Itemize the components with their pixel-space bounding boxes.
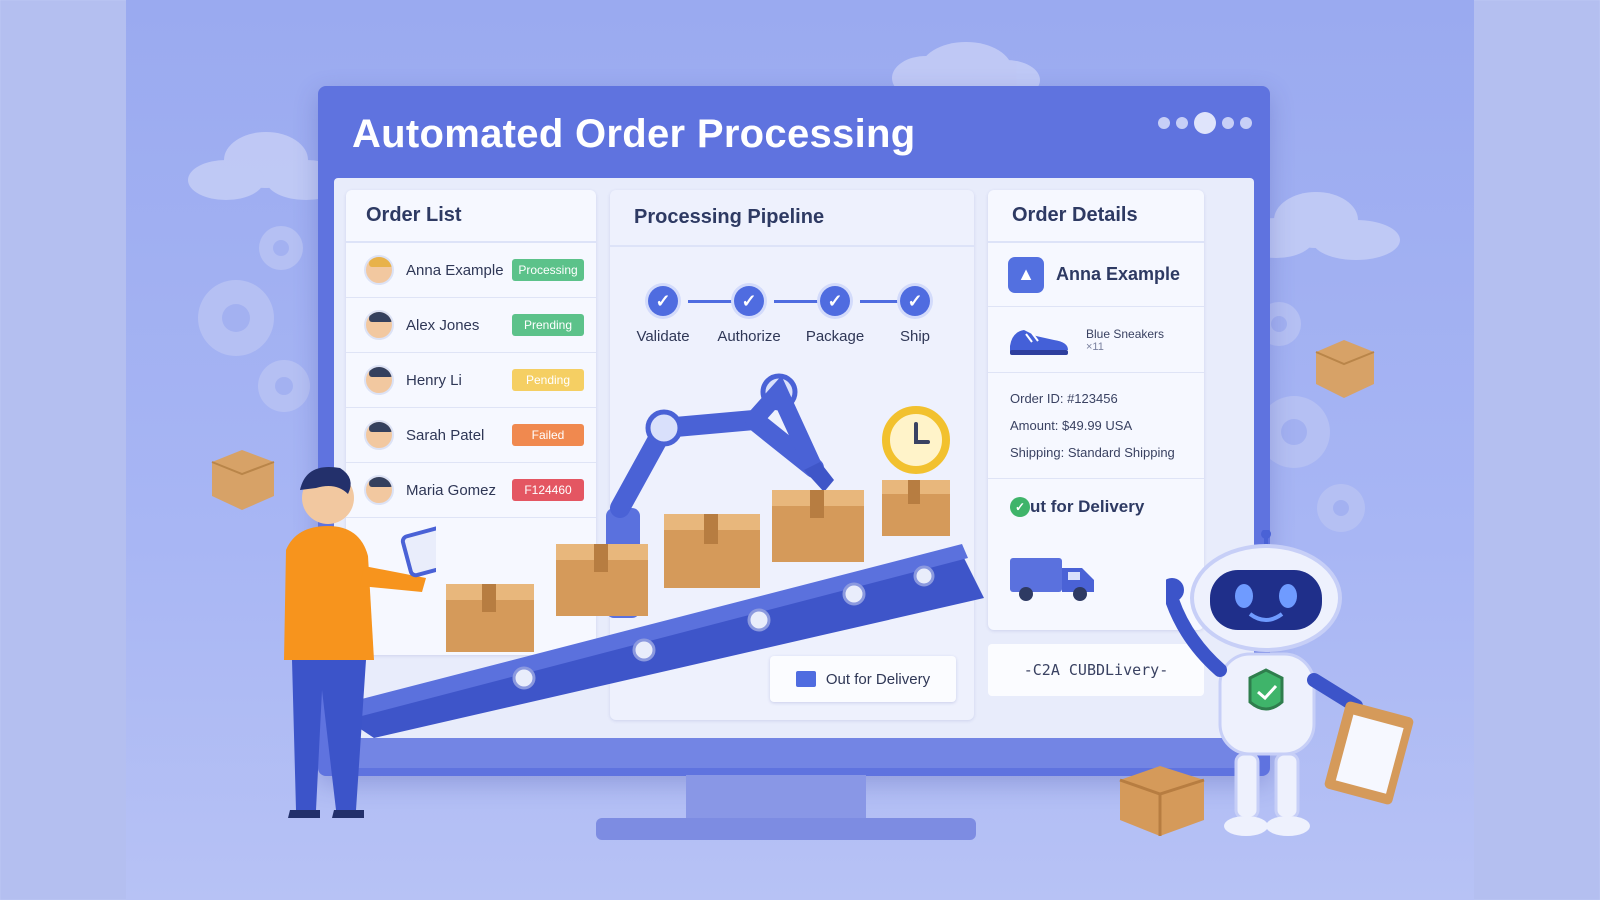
step-label: Package bbox=[805, 328, 865, 345]
check-icon: ✓ bbox=[734, 286, 764, 316]
step-label: Authorize bbox=[717, 328, 781, 345]
order-customer-name: Maria Gomez bbox=[406, 481, 497, 499]
status-badge: Pending bbox=[512, 369, 584, 391]
dashboard-screen: Order List Anna Example Processing Alex … bbox=[334, 178, 1254, 738]
order-customer-name: Alex Jones bbox=[406, 316, 480, 334]
gear-icon bbox=[1257, 302, 1365, 532]
product-quantity: ×11 bbox=[1086, 340, 1104, 353]
product-row: Blue Sneakers ×11 bbox=[988, 307, 1204, 373]
delivery-footer-text: -C2A CUBDLivery- bbox=[1023, 661, 1169, 679]
monitor-frame: Automated Order Processing Order List An… bbox=[318, 86, 1270, 776]
person-icon: ▲ bbox=[1008, 256, 1044, 293]
dot-icon bbox=[1240, 117, 1252, 129]
customer-name: Anna Example bbox=[1056, 264, 1181, 284]
pipeline-steps: ✓ Validate ✓ Authorize ✓ Package ✓ Ship bbox=[630, 286, 950, 366]
background-decorations bbox=[188, 42, 1400, 532]
robot-icon bbox=[1166, 530, 1414, 836]
order-list-heading: Order List bbox=[346, 190, 596, 243]
illustration-scene: Automated Order Processing Order List An… bbox=[126, 0, 1474, 900]
order-row[interactable]: Maria Gomez F124460 bbox=[346, 463, 596, 518]
monitor-base bbox=[596, 818, 976, 840]
box-icon bbox=[664, 514, 760, 588]
out-for-delivery-label: Out for Delivery bbox=[825, 670, 931, 688]
box-icon bbox=[882, 480, 950, 536]
step-validate[interactable]: ✓ Validate bbox=[618, 286, 708, 345]
order-details-panel: Order Details ▲ Anna Example Blue Sneake… bbox=[988, 190, 1204, 630]
floating-box-icon bbox=[211, 450, 275, 510]
box-icon bbox=[772, 490, 864, 562]
order-row[interactable]: Anna Example Processing bbox=[346, 243, 596, 298]
avatar bbox=[364, 310, 394, 340]
step-label: Ship bbox=[899, 328, 931, 345]
background-left-strip bbox=[0, 0, 128, 900]
dot-icon bbox=[1222, 117, 1234, 129]
status-badge: Processing bbox=[512, 259, 584, 281]
conveyor-belt bbox=[344, 558, 984, 738]
check-icon: ✓ bbox=[1010, 497, 1030, 517]
order-customer-name: Anna Example bbox=[406, 261, 504, 279]
step-package[interactable]: ✓ Package bbox=[790, 286, 880, 345]
person-with-tablet-illustration bbox=[284, 466, 436, 818]
step-label: Validate bbox=[636, 328, 690, 345]
order-amount: Amount: $49.99 USA bbox=[1010, 418, 1133, 433]
order-details-heading: Order Details bbox=[988, 190, 1204, 243]
delivery-status-label: ut for Delivery bbox=[1030, 497, 1145, 516]
dot-icon bbox=[1194, 112, 1216, 134]
monitor-bezel bbox=[334, 738, 1254, 768]
order-list: Anna Example Processing Alex Jones Prend… bbox=[346, 243, 596, 518]
customer-row: ▲ Anna Example bbox=[988, 243, 1204, 307]
step-ship[interactable]: ✓ Ship bbox=[870, 286, 960, 345]
dot-icon bbox=[1158, 117, 1170, 129]
avatar bbox=[364, 255, 394, 285]
avatar bbox=[364, 475, 394, 505]
pipeline-heading: Processing Pipeline bbox=[610, 190, 974, 247]
order-row[interactable]: Henry Li Pending bbox=[346, 353, 596, 408]
order-meta: Order ID: #123456 Amount: $49.99 USA Shi… bbox=[988, 373, 1204, 479]
floating-box-icon bbox=[1315, 340, 1375, 398]
out-for-delivery-button[interactable]: Out for Delivery bbox=[770, 656, 956, 702]
page-title: Automated Order Processing bbox=[352, 112, 916, 156]
step-connector bbox=[688, 300, 732, 303]
product-info: Blue Sneakers ×11 bbox=[1086, 327, 1164, 353]
order-row[interactable]: Alex Jones Prending bbox=[346, 298, 596, 353]
delivery-truck-icon bbox=[1010, 558, 1094, 601]
monitor-stand bbox=[686, 775, 866, 823]
order-row[interactable]: Sarah Patel Failed bbox=[346, 408, 596, 463]
status-badge: Failed bbox=[512, 424, 584, 446]
box-icon bbox=[795, 671, 816, 687]
status-badge: F124460 bbox=[512, 479, 584, 501]
check-icon: ✓ bbox=[648, 286, 678, 316]
background-right-strip bbox=[1472, 0, 1600, 900]
conveyor-illustration bbox=[344, 373, 984, 738]
conveyor-rollers bbox=[512, 565, 935, 690]
gear-icon bbox=[198, 226, 310, 412]
sneaker-icon bbox=[1010, 329, 1068, 355]
package-boxes bbox=[446, 480, 950, 652]
step-connector bbox=[860, 300, 904, 303]
box-icon bbox=[1119, 766, 1205, 836]
box-icon bbox=[556, 544, 648, 616]
order-customer-name: Sarah Patel bbox=[406, 426, 485, 444]
dot-icon bbox=[1176, 117, 1188, 129]
delivery-footer: -C2A CUBDLivery- bbox=[988, 644, 1204, 696]
avatar bbox=[364, 420, 394, 450]
clock-icon bbox=[882, 406, 950, 474]
check-icon: ✓ bbox=[900, 286, 930, 316]
window-dots bbox=[1158, 112, 1252, 134]
status-badge: Prending bbox=[512, 314, 584, 336]
order-id: Order ID: #123456 bbox=[1010, 391, 1118, 406]
delivery-status: ✓ ut for Delivery bbox=[988, 479, 1204, 535]
box-icon bbox=[446, 584, 534, 652]
order-customer-name: Henry Li bbox=[406, 371, 462, 389]
step-authorize[interactable]: ✓ Authorize bbox=[704, 286, 794, 345]
avatar bbox=[364, 365, 394, 395]
check-icon: ✓ bbox=[820, 286, 850, 316]
product-name: Blue Sneakers bbox=[1086, 326, 1165, 341]
step-connector bbox=[774, 300, 818, 303]
order-shipping: Shipping: Standard Shipping bbox=[1010, 445, 1175, 460]
